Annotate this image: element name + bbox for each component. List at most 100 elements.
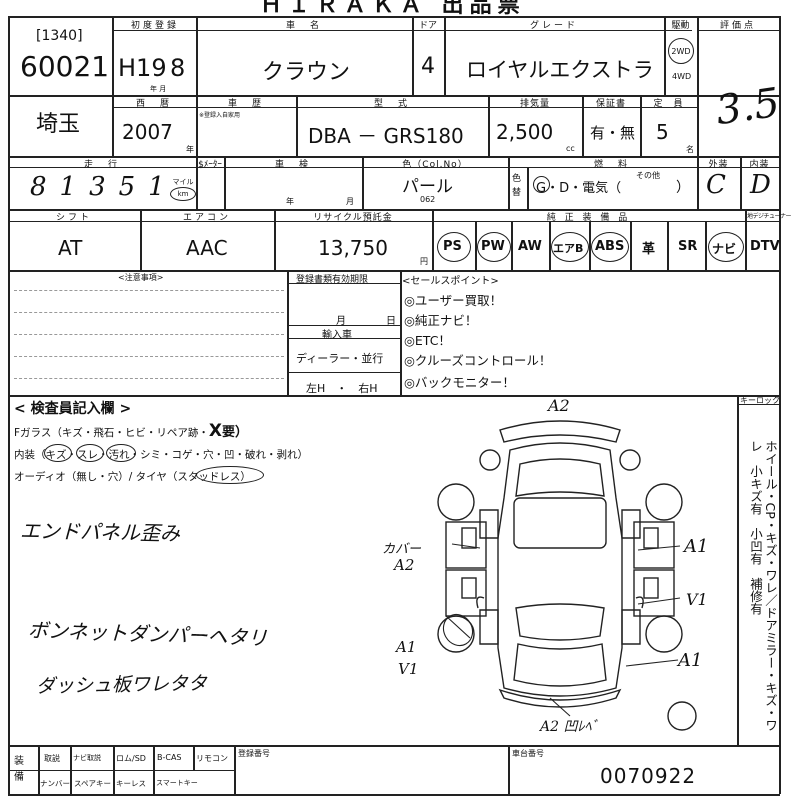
score-label: 評価点 — [719, 21, 756, 31]
equip-aw: AW — [518, 239, 542, 254]
dealer-label: ディーラー・並行 — [296, 352, 384, 365]
inspector-hand3: ダッシュ板ワレタタ — [35, 672, 208, 698]
footer-item: リモコン — [196, 754, 228, 763]
diagram-a2-bottom: A2 凹ﾚﾍﾞ — [540, 719, 599, 735]
notes-label: <注意事項> — [118, 273, 164, 282]
footer-item: 取説 — [44, 754, 60, 763]
first-reg-sub: 年 月 — [150, 85, 167, 93]
footer-item: スペアキー — [74, 779, 111, 788]
first-reg-era: H19 — [118, 54, 167, 82]
equip-leather: 革 — [642, 242, 656, 257]
aircon-value: AAC — [186, 236, 228, 260]
reg-day: 日 — [386, 316, 396, 327]
footer-label: 装備 — [14, 756, 24, 783]
diagram-a2-top: A2 — [548, 396, 570, 415]
exterior-value: C — [706, 170, 726, 200]
year-value: 2007 — [122, 120, 173, 144]
car-name-value: クラウン — [262, 60, 351, 85]
drive-label: 駆動 — [671, 21, 690, 31]
inspection-label: 車 歴 — [227, 99, 264, 109]
equip-abs-circle — [591, 232, 629, 262]
fuel-label: 燃 料 — [593, 160, 630, 170]
recycle-unit: 円 — [420, 257, 428, 266]
km-circle — [170, 187, 196, 201]
car-diagram — [437, 420, 697, 731]
inspection-note: ※登録入自家用 — [199, 112, 241, 119]
color-change: 色替 — [512, 174, 522, 198]
interior-label: 内装 — [749, 160, 770, 170]
diagram-a1-right1: A1 — [684, 536, 709, 557]
color-value: パール — [402, 177, 453, 197]
score-value: 3.5 — [713, 79, 783, 135]
equip-abs: ABS — [595, 239, 625, 254]
equip-airbag-circle — [551, 232, 589, 262]
footer-item: ロム/SD — [116, 754, 146, 763]
first-reg-label: 初度登録 — [130, 21, 179, 31]
handle-label: 左H ・ 右H — [306, 382, 378, 395]
displacement-label: 排気量 — [519, 99, 550, 109]
drive-2wd: 2WD — [671, 47, 691, 56]
mileage-label: 走 行 — [83, 160, 120, 170]
side-legend: ホイール・CP・キズ・ワレ／ドアミラー・キズ・ワレ 小キズ有 小凹有 補修有 — [748, 440, 778, 732]
diagram-cover: カバー — [382, 542, 422, 557]
aircon-label: エアコン — [182, 213, 231, 223]
color-code: 062 — [420, 195, 436, 204]
grade-label: グレード — [529, 21, 578, 31]
tire-mark — [196, 466, 264, 484]
first-reg-month: 8 — [170, 54, 186, 82]
equip-navi-circle — [708, 232, 744, 262]
chassis-label: 車台番号 — [512, 749, 544, 758]
fglass-x: X — [208, 421, 222, 441]
fuel-close: ） — [676, 180, 690, 196]
diagram-v1-left: V1 — [398, 660, 419, 678]
shaken-label: 車 検 — [274, 160, 311, 170]
displacement-value: 2,500 — [496, 120, 554, 144]
warranty-value: 有・無 — [590, 124, 636, 142]
diagram-v1-right: V1 — [686, 590, 708, 609]
diagram-a1-left: A1 — [396, 638, 417, 656]
capacity-value: 5 — [656, 120, 669, 144]
shaken-year-unit: 年 — [286, 197, 294, 206]
keylock-label: キーロック — [740, 396, 780, 405]
sales-point: ◎クルーズコントロール！ — [404, 353, 552, 368]
reg-number-label: 登録番号 — [238, 749, 270, 758]
equip-navi: ナビ — [712, 242, 737, 256]
recycle-value: 13,750 — [318, 236, 388, 260]
displacement-unit: cc — [566, 144, 575, 153]
sales-point: ◎純正ナビ！ — [404, 313, 478, 328]
car-name-label: 車 名 — [285, 21, 322, 31]
capacity-label: 定 員 — [653, 99, 684, 109]
meter-label: $ﾒｰﾀｰ — [198, 160, 222, 170]
footer-item: B-CAS — [157, 753, 182, 762]
lot-bracket: [1340] — [36, 28, 83, 44]
sales-point: ◎バックモニター！ — [404, 375, 515, 390]
year-unit: 年 — [186, 145, 194, 154]
reg-doc-label: 登録書類有効期限 — [296, 275, 369, 285]
region-value: 埼玉 — [36, 112, 81, 137]
doors-label: ドア — [418, 21, 437, 31]
recycle-label: リサイクル預託金 — [313, 213, 393, 223]
fuel-gas-circle — [533, 176, 550, 193]
shaken-month-unit: 月 — [346, 197, 354, 206]
interior-value: D — [750, 170, 771, 200]
fglass-text: Fガラス（キズ・飛石・ヒビ・リペア跡・ — [14, 427, 209, 439]
interior-mark — [76, 444, 104, 462]
equip-sunroof: SR — [678, 239, 698, 254]
fglass-end: 要） — [221, 425, 248, 440]
reg-month: 月 — [336, 316, 346, 327]
sales-point: ◎ユーザー買取！ — [404, 293, 503, 308]
inspector-hand2: ボンネットダンパーヘタリ — [27, 617, 268, 651]
footer-item: スマートキー — [156, 779, 198, 787]
equip-pw-circle — [477, 232, 511, 262]
equip-dtv: DTV — [750, 239, 780, 254]
diagram-a1-right2: A1 — [678, 650, 703, 671]
inspector-line3: オーディオ（無し・穴）/ タイヤ（スタッドレス） — [14, 471, 251, 483]
lot-number: 60021 — [20, 50, 110, 83]
sheet-title: ＨＩＲＡＫＡ 出品票 — [260, 0, 526, 18]
footer-item: ナビ取説 — [73, 754, 101, 762]
footer-item: ナンバー — [40, 779, 70, 788]
year-label: 西 暦 — [135, 99, 172, 109]
sales-points-label: <セールスポイント> — [402, 276, 499, 287]
equip-ps-circle — [437, 232, 471, 262]
shift-value: AT — [58, 236, 83, 260]
